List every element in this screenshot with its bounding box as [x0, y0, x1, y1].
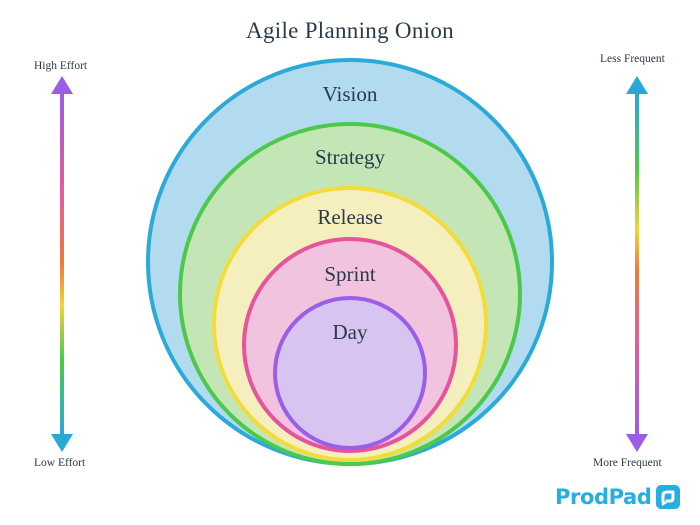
right-axis-bottom-label: More Frequent	[593, 457, 662, 469]
logo-text: ProdPad	[555, 485, 652, 509]
left-axis-top-label: High Effort	[34, 60, 88, 72]
prodpad-logo-icon	[656, 485, 681, 509]
layer-label-vision: Vision	[323, 82, 378, 106]
layer-label-day: Day	[333, 320, 368, 344]
effort-arrow-icon	[51, 76, 73, 452]
prodpad-logo: ProdPad	[555, 482, 681, 512]
layer-label-sprint: Sprint	[324, 262, 376, 286]
layer-label-strategy: Strategy	[315, 145, 385, 169]
diagram-title: Agile Planning Onion	[246, 18, 454, 43]
layer-day	[273, 296, 427, 450]
layer-label-release: Release	[317, 205, 382, 229]
frequency-arrow-icon	[626, 76, 648, 452]
right-axis-top-label: Less Frequent	[600, 53, 665, 65]
left-axis-bottom-label: Low Effort	[34, 457, 86, 469]
